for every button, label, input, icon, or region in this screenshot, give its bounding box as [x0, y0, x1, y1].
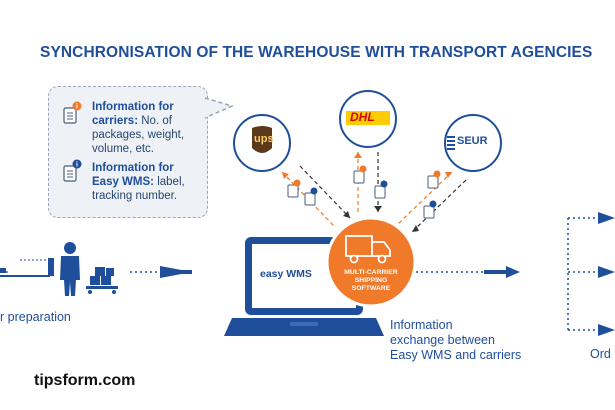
seur-circle: [444, 114, 502, 172]
exchange-label-line3: Easy WMS and carriers: [390, 348, 522, 362]
doc-icon-easywms: i: [63, 159, 82, 182]
left-flow: [0, 258, 54, 277]
svg-text:i: i: [76, 104, 78, 111]
callout-easywms-text: Information for Easy WMS: label, trackin…: [92, 161, 202, 203]
hub-circle: [325, 216, 417, 308]
callout-pointer-mask: [203, 100, 207, 116]
callout-easywms-heading: Information for Easy WMS:: [92, 162, 174, 188]
seur-logo-text: SEUR: [457, 135, 488, 147]
exchange-label: Information exchange between Easy WMS an…: [390, 318, 521, 363]
worker-icon: [60, 242, 80, 296]
arrow-heads: [282, 152, 452, 232]
right-arrow-icon: [506, 266, 520, 278]
svg-text:i: i: [76, 162, 78, 169]
page-title: SYNCHRONISATION OF THE WAREHOUSE WITH TR…: [40, 44, 593, 61]
doc-icon-dhl-in: [374, 180, 388, 199]
doc-icon-carriers: i: [63, 101, 82, 124]
callout-carriers-body: No. of packages, weight, volume, etc.: [92, 115, 185, 155]
doc-icon-dhl-out: [353, 165, 367, 184]
hub-label-line2: SHIPPING: [354, 277, 388, 284]
hub-label: MULTI-CARRIER SHIPPING SOFTWARE: [334, 269, 408, 293]
doc-icon-seur-out: [427, 170, 441, 189]
exchange-label-line2: exchange between: [390, 333, 495, 347]
orders-label: Ord: [590, 347, 611, 361]
preparation-label: r preparation: [0, 310, 71, 324]
ups-logo-icon: [252, 126, 272, 153]
doc-icon-ups-out: [287, 179, 301, 198]
hub-label-line1: MULTI-CARRIER: [344, 269, 398, 276]
callout-pointer: [204, 97, 235, 119]
seur-logo-icon: [447, 136, 455, 150]
callout-carriers-heading: Information for carriers:: [92, 101, 174, 127]
truck-icon: [345, 235, 391, 264]
packages-icon: [86, 267, 118, 294]
callout-carriers-text: Information for carriers: No. of package…: [92, 100, 202, 156]
brand-watermark: tipsform.com: [34, 372, 136, 389]
easywms-logo: easy WMS: [260, 268, 312, 280]
callout-easywms-body: label, tracking number.: [92, 176, 185, 202]
branch-arrows: [598, 212, 615, 336]
doc-icon-seur-in: [423, 200, 437, 219]
hub-label-line3: SOFTWARE: [351, 285, 391, 292]
ups-logo-text: ups: [254, 133, 274, 145]
dhl-logo-text: DHL: [350, 110, 375, 124]
dhl-logo-icon: [346, 111, 390, 125]
doc-icon-ups-in: [304, 187, 318, 206]
exchange-label-line1: Information: [390, 318, 453, 332]
